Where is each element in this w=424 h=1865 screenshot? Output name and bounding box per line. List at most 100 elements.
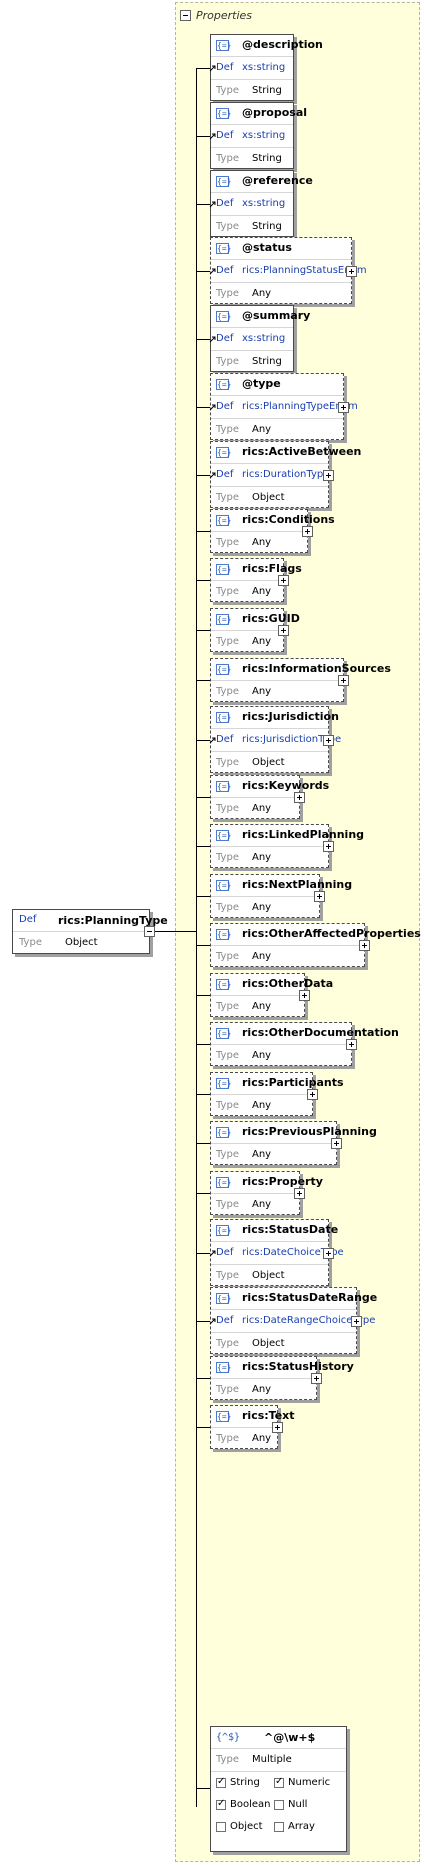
- expand-icon[interactable]: [272, 1422, 283, 1433]
- type-key: Type: [216, 1199, 239, 1210]
- type-value: Object: [252, 757, 285, 768]
- expand-icon[interactable]: [323, 1248, 334, 1259]
- type-value: Any: [252, 1001, 272, 1012]
- root-collapse-icon[interactable]: [144, 926, 155, 937]
- property-icon: {=}: [216, 712, 232, 723]
- expand-icon[interactable]: [346, 266, 357, 277]
- expand-icon[interactable]: [278, 575, 289, 586]
- expand-icon[interactable]: [323, 735, 334, 746]
- expand-icon[interactable]: [299, 990, 310, 1001]
- property-name: rics:Flags: [242, 562, 302, 575]
- def-value[interactable]: rics:DateChoiceType: [242, 1247, 344, 1258]
- type-checkbox[interactable]: Array: [274, 1821, 315, 1832]
- pattern-property-box[interactable]: {^$} ^@\w+$ Type Multiple StringNumericB…: [210, 1726, 347, 1852]
- expand-icon[interactable]: [331, 1138, 342, 1149]
- expand-icon[interactable]: [338, 402, 349, 413]
- expand-icon[interactable]: [311, 1373, 322, 1384]
- expand-icon[interactable]: [323, 841, 334, 852]
- type-checkbox[interactable]: Object: [216, 1821, 263, 1832]
- def-value[interactable]: rics:PlanningStatusEnum: [242, 265, 367, 276]
- def-key: Def: [216, 734, 234, 745]
- checkbox-icon[interactable]: [216, 1776, 226, 1788]
- expand-icon[interactable]: [302, 526, 313, 537]
- property-icon: {=}: [216, 880, 232, 891]
- type-key: Type: [216, 85, 239, 96]
- type-value: String: [252, 356, 282, 367]
- reference-arrow-icon: [209, 65, 216, 72]
- def-value[interactable]: xs:string: [242, 130, 286, 141]
- expand-icon[interactable]: [294, 792, 305, 803]
- type-checkbox[interactable]: Boolean: [216, 1798, 271, 1810]
- def-value[interactable]: rics:DurationType: [242, 469, 330, 480]
- def-value[interactable]: rics:PlanningTypeEnum: [242, 401, 358, 412]
- expand-icon[interactable]: [351, 1316, 362, 1327]
- expand-icon[interactable]: [338, 675, 349, 686]
- checkbox-icon[interactable]: [274, 1799, 284, 1810]
- root-type-box[interactable]: Def rics:PlanningType Type Object: [12, 909, 168, 954]
- expand-icon[interactable]: [314, 891, 325, 902]
- expand-icon[interactable]: [346, 1039, 357, 1050]
- type-key: Type: [216, 686, 239, 697]
- expand-icon[interactable]: [294, 1188, 305, 1199]
- expand-icon[interactable]: [323, 470, 334, 481]
- node-connector: [196, 407, 210, 408]
- node-connector: [196, 1321, 210, 1322]
- property-icon: {=}: [216, 614, 232, 625]
- checkbox-icon[interactable]: [216, 1798, 226, 1810]
- def-value[interactable]: xs:string: [242, 198, 286, 209]
- checkbox-icon[interactable]: [274, 1821, 284, 1832]
- def-value[interactable]: rics:DateRangeChoiceType: [242, 1315, 376, 1326]
- type-checkbox[interactable]: String: [216, 1776, 260, 1788]
- property-icon: {=}: [216, 929, 232, 940]
- property-name: rics:OtherData: [242, 977, 334, 990]
- checkbox-label: Array: [288, 1821, 315, 1832]
- def-value[interactable]: rics:JurisdictionType: [242, 734, 342, 745]
- pattern-connector: [196, 1788, 210, 1789]
- def-value[interactable]: xs:string: [242, 62, 286, 73]
- collapse-icon[interactable]: [180, 9, 191, 21]
- pattern-type-key: Type: [216, 1754, 239, 1765]
- type-checkbox[interactable]: Null: [274, 1799, 307, 1810]
- type-checkbox[interactable]: Numeric: [274, 1776, 330, 1788]
- node-connector: [196, 531, 210, 532]
- checkbox-icon[interactable]: [216, 1821, 226, 1832]
- expand-icon[interactable]: [359, 940, 370, 951]
- property-icon: {=}: [216, 515, 232, 526]
- node-connector: [196, 580, 210, 581]
- expand-icon[interactable]: [278, 625, 289, 636]
- checkbox-icon[interactable]: [274, 1776, 284, 1788]
- property-icon: {=}: [216, 1411, 232, 1422]
- def-value[interactable]: xs:string: [242, 333, 286, 344]
- reference-arrow-icon: [209, 133, 216, 140]
- expand-icon[interactable]: [307, 1089, 318, 1100]
